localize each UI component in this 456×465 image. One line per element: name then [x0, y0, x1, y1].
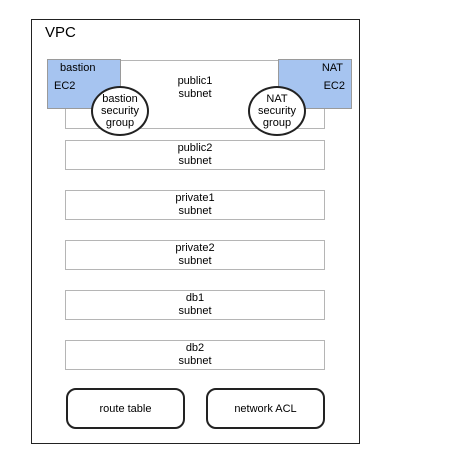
nat-sg-line2: security: [258, 105, 296, 117]
subnet-public1-name: public1: [177, 75, 213, 87]
network-acl-label: network ACL: [234, 402, 297, 415]
nat-sg-line3: group: [262, 117, 292, 129]
ec2-bastion-type: EC2: [54, 80, 76, 92]
network-acl-box: network ACL: [206, 388, 325, 429]
nat-sg-line1: NAT: [266, 93, 288, 105]
subnet-db2-type: subnet: [178, 355, 212, 367]
subnet-public2: public2 subnet: [65, 140, 325, 170]
subnet-private2-name: private2: [175, 242, 215, 254]
subnet-db2: db2 subnet: [65, 340, 325, 370]
subnet-private2: private2 subnet: [65, 240, 325, 270]
route-table-label: route table: [99, 402, 152, 415]
bastion-sg-line1: bastion: [102, 93, 138, 105]
subnet-public2-type: subnet: [178, 155, 212, 167]
subnet-db1-name: db1: [185, 292, 205, 304]
nat-security-group: NAT security group: [248, 86, 306, 136]
subnet-db1: db1 subnet: [65, 290, 325, 320]
subnet-public1-type: subnet: [178, 88, 212, 100]
vpc-label: VPC: [45, 24, 76, 41]
ec2-nat-type: EC2: [323, 80, 345, 92]
subnet-public2-name: public2: [177, 142, 213, 154]
bastion-security-group: bastion security group: [91, 86, 149, 136]
subnet-private1: private1 subnet: [65, 190, 325, 220]
bastion-sg-line2: security: [101, 105, 139, 117]
subnet-private1-name: private1: [175, 192, 215, 204]
subnet-db1-type: subnet: [178, 305, 212, 317]
ec2-nat-name: NAT: [321, 62, 343, 74]
subnet-private2-type: subnet: [178, 255, 212, 267]
route-table-box: route table: [66, 388, 185, 429]
subnet-private1-type: subnet: [178, 205, 212, 217]
subnet-db2-name: db2: [185, 342, 205, 354]
ec2-bastion-name: bastion: [60, 62, 96, 74]
bastion-sg-line3: group: [105, 117, 135, 129]
